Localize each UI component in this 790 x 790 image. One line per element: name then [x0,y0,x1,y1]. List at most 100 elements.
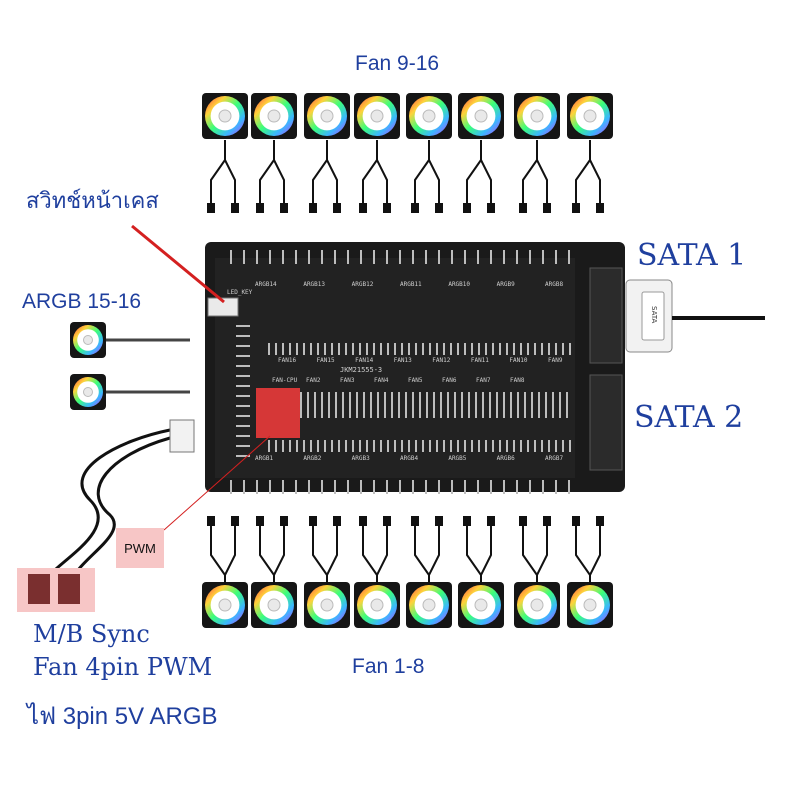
header-pin [555,250,557,264]
header-pin [380,343,382,355]
header-pin [468,392,470,418]
header-pin [451,250,453,264]
header-pin [513,440,515,452]
header-pin [300,392,302,418]
header-pin [555,480,557,494]
fan-row-bottom [202,582,613,628]
sata-plug-inner [641,291,665,341]
header-pin [360,480,362,494]
header-pin [349,392,351,418]
header-pin [419,392,421,418]
fan-cable [273,159,285,205]
header-pin [401,343,403,355]
fan-hub [218,109,232,123]
fan-plug [256,203,264,213]
pwm-header-red [256,388,300,438]
fan-9-16-label: Fan 9-16 [355,52,440,75]
board-label: FAN16 [278,357,296,364]
header-pin [256,250,258,264]
header-pin [256,480,258,494]
fan-cable [575,526,591,585]
header-pin [373,250,375,264]
fan-plug [309,203,317,213]
header-pin [317,440,319,452]
fan-cable [273,526,285,576]
header-pin [513,343,515,355]
board-label: FAN4 [374,377,389,384]
header-pin [236,445,250,447]
header-pin [506,440,508,452]
fan-cable [536,526,548,576]
header-pin [373,440,375,452]
fan-plug [231,203,239,213]
header-pin [529,480,531,494]
header-pin [541,440,543,452]
fan-cable [362,526,378,585]
fan-cable [480,159,492,205]
fan-plug [231,516,239,526]
header-pin [516,480,518,494]
header-pin [295,480,297,494]
fan-cable [259,140,275,205]
header-pin [236,405,250,407]
header-pin [236,395,250,397]
argb-3pin-light-label: ไฟ 3pin 5V ARGB [27,703,218,730]
header-pin [303,440,305,452]
board-label: FAN15 [317,357,335,364]
header-pin [236,455,250,457]
fan-hub [83,335,93,345]
front-switch-label: สวิทช์หน้าเคส [26,188,159,213]
header-pin [499,343,501,355]
header-pin [464,480,466,494]
board-label: ARGB1 [255,455,273,462]
header-pin [520,440,522,452]
fan-bottom-2 [251,582,297,628]
board-label: ARGB7 [545,455,563,462]
board-label: FAN12 [432,357,450,364]
board-label: ARGB13 [303,281,325,288]
fan-cable [428,159,440,205]
header-pin [485,343,487,355]
header-pin [477,480,479,494]
mb-sync-label: M/B Sync [33,620,150,648]
board-label: FAN7 [476,377,491,384]
sata2-port [589,374,623,471]
header-pin [399,480,401,494]
header-pin [527,343,529,355]
header-pin [516,250,518,264]
header-pin [527,440,529,452]
header-pin [506,343,508,355]
header-pin [542,480,544,494]
fan-bottom-7 [514,582,560,628]
header-pin [296,343,298,355]
fan-plug [411,516,419,526]
header-pin [555,440,557,452]
header-pin [545,392,547,418]
header-pin [464,440,466,452]
header-pin [412,392,414,418]
mb-plug-2 [58,574,80,604]
fan-cable [480,526,492,576]
header-pin [275,440,277,452]
header-pin [359,440,361,452]
sata1-label: SATA 1 [637,238,747,273]
header-pin [464,250,466,264]
fan-plug [256,516,264,526]
header-pin [492,343,494,355]
fan-hub [83,387,93,397]
header-pin [236,425,250,427]
header-pin [457,440,459,452]
fan-4pin-pwm-label: Fan 4pin PWM [33,653,213,681]
header-pin [477,250,479,264]
fan-hub [218,598,232,612]
fan-plug [411,203,419,213]
fan-plug [463,516,471,526]
header-pin [373,343,375,355]
board-model: JKM21555-3 [340,366,382,374]
header-pin [534,440,536,452]
board-label: FAN10 [509,357,527,364]
header-pin [568,250,570,264]
header-pin [566,392,568,418]
